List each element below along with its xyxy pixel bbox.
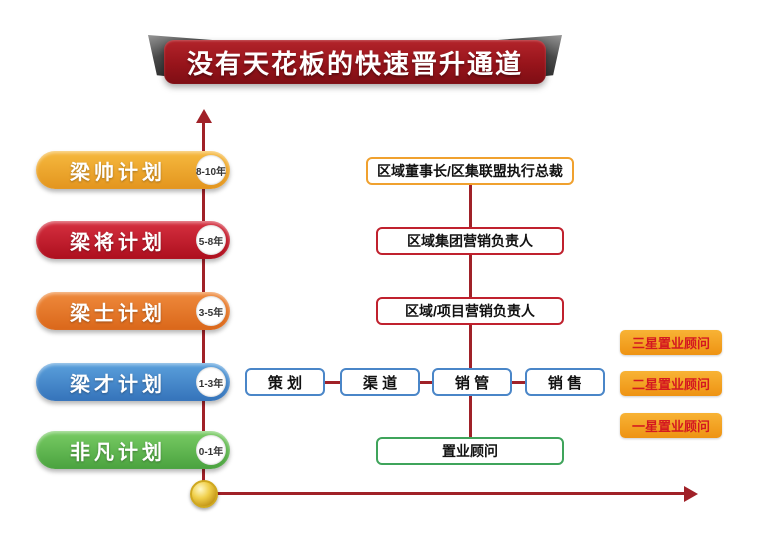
plan-label: 梁帅计划 bbox=[70, 161, 166, 184]
role-box-sales: 销 售 bbox=[525, 368, 605, 396]
position-box-group-marketing-head: 区域集团营销负责人 bbox=[376, 227, 564, 255]
position-box-project-marketing-head: 区域/项目营销负责人 bbox=[376, 297, 564, 325]
origin-gold-dot-icon bbox=[190, 480, 218, 508]
consultant-badge-label: 一星置业顾问 bbox=[631, 419, 710, 434]
consultant-badge-one-star: 一星置业顾问 bbox=[620, 413, 722, 438]
plan-years-badge: 5-8年 bbox=[196, 225, 226, 255]
vertical-axis-arrow-icon bbox=[196, 109, 212, 123]
plan-label: 非凡计划 bbox=[70, 441, 166, 464]
plan-pill-liangshuai: 梁帅计划 8-10年 bbox=[36, 151, 230, 189]
plan-years-badge: 1-3年 bbox=[196, 367, 226, 397]
page-title: 没有天花板的快速晋升通道 bbox=[186, 48, 523, 79]
plan-years-badge: 3-5年 bbox=[196, 296, 226, 326]
role-label: 销 售 bbox=[547, 374, 583, 392]
horizontal-axis-arrow-icon bbox=[684, 486, 698, 502]
horizontal-axis-line bbox=[202, 492, 686, 495]
plan-years-badge: 0-1年 bbox=[196, 435, 226, 465]
plan-pill-liangshi: 梁士计划 3-5年 bbox=[36, 292, 230, 330]
role-box-sales-management: 销 管 bbox=[432, 368, 512, 396]
roles-horizontal-connector bbox=[285, 381, 565, 384]
role-box-channel: 渠 道 bbox=[340, 368, 420, 396]
title-banner: 没有天花板的快速晋升通道 bbox=[148, 34, 562, 88]
plan-pill-liangcai: 梁才计划 1-3年 bbox=[36, 363, 230, 401]
plan-years-badge: 8-10年 bbox=[196, 155, 226, 185]
position-label: 区域集团营销负责人 bbox=[407, 233, 533, 249]
plan-label: 梁将计划 bbox=[70, 231, 166, 254]
consultant-badge-label: 二星置业顾问 bbox=[631, 377, 710, 392]
plan-label: 梁士计划 bbox=[70, 302, 166, 325]
plan-pill-feifan: 非凡计划 0-1年 bbox=[36, 431, 230, 469]
position-box-property-consultant: 置业顾问 bbox=[376, 437, 564, 465]
position-box-regional-chairman: 区域董事长/区集联盟执行总裁 bbox=[366, 157, 574, 185]
plan-pill-liangjiang: 梁将计划 5-8年 bbox=[36, 221, 230, 259]
position-label: 置业顾问 bbox=[442, 443, 498, 459]
role-label: 渠 道 bbox=[362, 374, 398, 392]
role-label: 销 管 bbox=[454, 374, 490, 392]
role-box-planning: 策 划 bbox=[245, 368, 325, 396]
consultant-badge-three-star: 三星置业顾问 bbox=[620, 330, 722, 355]
role-label: 策 划 bbox=[267, 374, 303, 392]
plan-label: 梁才计划 bbox=[70, 373, 166, 396]
title-banner-bar: 没有天花板的快速晋升通道 bbox=[164, 40, 546, 84]
position-label: 区域董事长/区集联盟执行总裁 bbox=[377, 163, 563, 179]
consultant-badge-label: 三星置业顾问 bbox=[631, 336, 710, 351]
position-label: 区域/项目营销负责人 bbox=[405, 303, 535, 319]
consultant-badge-two-star: 二星置业顾问 bbox=[620, 371, 722, 396]
